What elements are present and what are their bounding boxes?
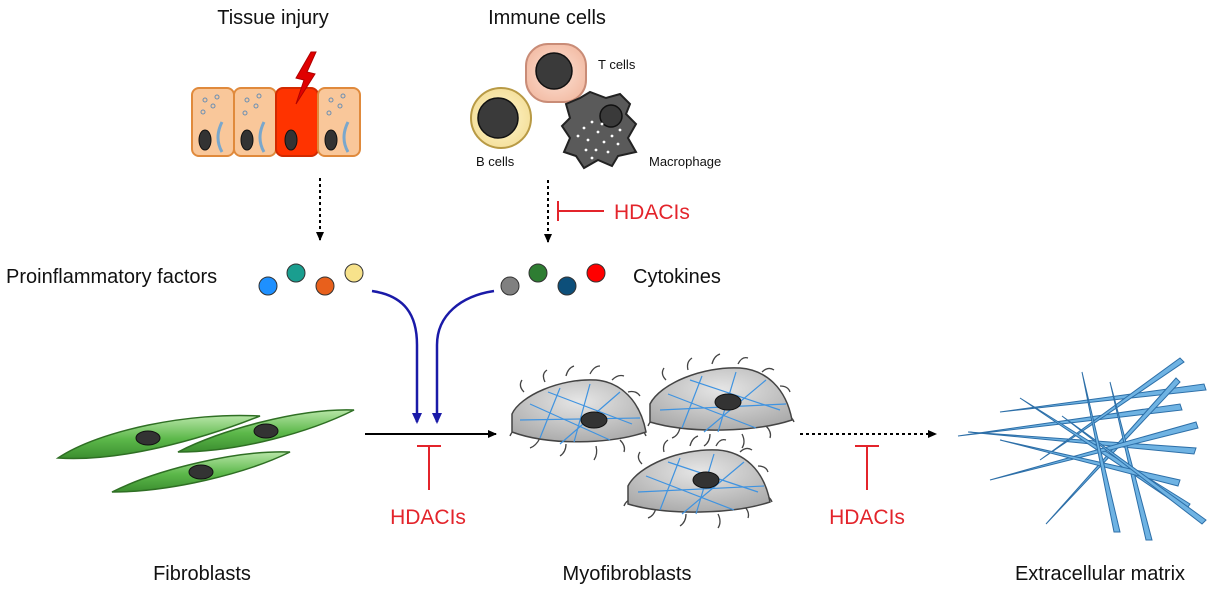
inhibitor-immune-to-cytokines [557, 201, 604, 221]
extracellular-matrix-fibers [957, 357, 1207, 541]
tissue-injury-label: Tissue injury [217, 7, 329, 29]
inhibitor-fibroblast-to-myofibroblast [417, 445, 441, 490]
factors-to-transition-arrow [371, 289, 422, 424]
myofibroblast-cells [509, 353, 795, 529]
cytokines-to-transition-arrow [432, 289, 495, 424]
hdacis-label-immune: HDACIs [614, 201, 690, 224]
proinflammatory-factors-label: Proinflammatory factors [6, 266, 217, 288]
b-cell [470, 87, 532, 149]
myofibroblasts-label: Myofibroblasts [563, 563, 692, 585]
injured-cell [275, 87, 319, 157]
cytokine-dots [500, 263, 606, 296]
proinflammatory-factor-dots [258, 263, 364, 296]
inhibitor-myofibroblast-to-ecm [855, 445, 879, 490]
fibroblasts-label: Fibroblasts [153, 563, 251, 585]
macrophage [560, 90, 638, 170]
fibroblast-cells [55, 409, 355, 493]
b-cells-label: B cells [476, 154, 515, 169]
extracellular-matrix-label: Extracellular matrix [1015, 563, 1185, 585]
immune-cells-label: Immune cells [488, 7, 606, 29]
epithelial-cells [191, 51, 361, 157]
t-cell [525, 43, 587, 103]
macrophage-label: Macrophage [649, 154, 721, 169]
hdacis-label-transition: HDACIs [390, 506, 466, 529]
lightning-bolt-icon [295, 51, 317, 105]
cytokines-label: Cytokines [633, 266, 721, 288]
t-cells-label: T cells [598, 57, 636, 72]
hdacis-label-ecm: HDACIs [829, 506, 905, 529]
